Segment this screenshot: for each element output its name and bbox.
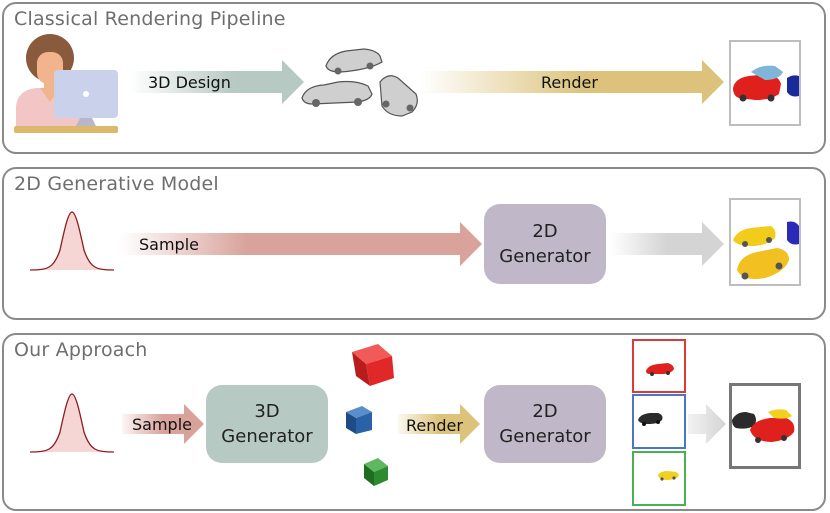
generator3d-line1: 3D (254, 401, 280, 422)
yellow-car-icon (658, 471, 679, 481)
blue-object-frame (632, 394, 686, 449)
sample-arrow (120, 222, 482, 266)
approach-generator2d-box: 2D Generator (484, 385, 606, 463)
red-car-icon (646, 363, 674, 376)
render-arrow (420, 60, 724, 104)
approach-render-label: Render (406, 416, 463, 435)
generated-cars-icon (733, 221, 799, 280)
render-arrow-label: Render (541, 73, 598, 92)
generator2d-line2: Generator (499, 246, 591, 267)
generator3d-box: 3D Generator (206, 385, 328, 463)
cubes-icon (346, 344, 394, 486)
generative2d-panel-title: 2D Generative Model (14, 173, 219, 195)
generator2d-line1: 2D (532, 221, 558, 242)
car-models-icon (301, 48, 418, 117)
classical-panel-title: Classical Rendering Pipeline (14, 8, 286, 30)
gaussian-distribution-icon (29, 211, 115, 271)
red-object-frame (632, 339, 686, 393)
generator3d-line2: Generator (221, 426, 313, 447)
approach-output-arrow (688, 404, 726, 444)
sample-arrow-label: Sample (139, 235, 199, 254)
rendered-cars-icon (733, 65, 799, 102)
approach-sample-label: Sample (132, 415, 192, 434)
approach-generator2d-line2: Generator (499, 426, 591, 447)
generator2d-box: 2D Generator (484, 204, 606, 284)
approach-panel-title: Our Approach (14, 339, 148, 361)
design-arrow-label: 3D Design (148, 73, 231, 92)
approach-sample-arrow (122, 404, 204, 444)
composed-cars-icon (732, 409, 795, 443)
output-arrow (610, 222, 724, 266)
dark-car-icon (638, 413, 663, 426)
approach-generator2d-line1: 2D (532, 401, 558, 422)
gaussian-distribution-icon-2 (29, 393, 115, 453)
design-arrow (130, 60, 304, 104)
approach-render-arrow (398, 404, 480, 444)
designer-icon (14, 34, 118, 133)
generated-output-image (729, 198, 801, 286)
classical-output-image (729, 40, 801, 126)
composed-output-image (729, 383, 801, 469)
green-object-frame (632, 451, 686, 506)
